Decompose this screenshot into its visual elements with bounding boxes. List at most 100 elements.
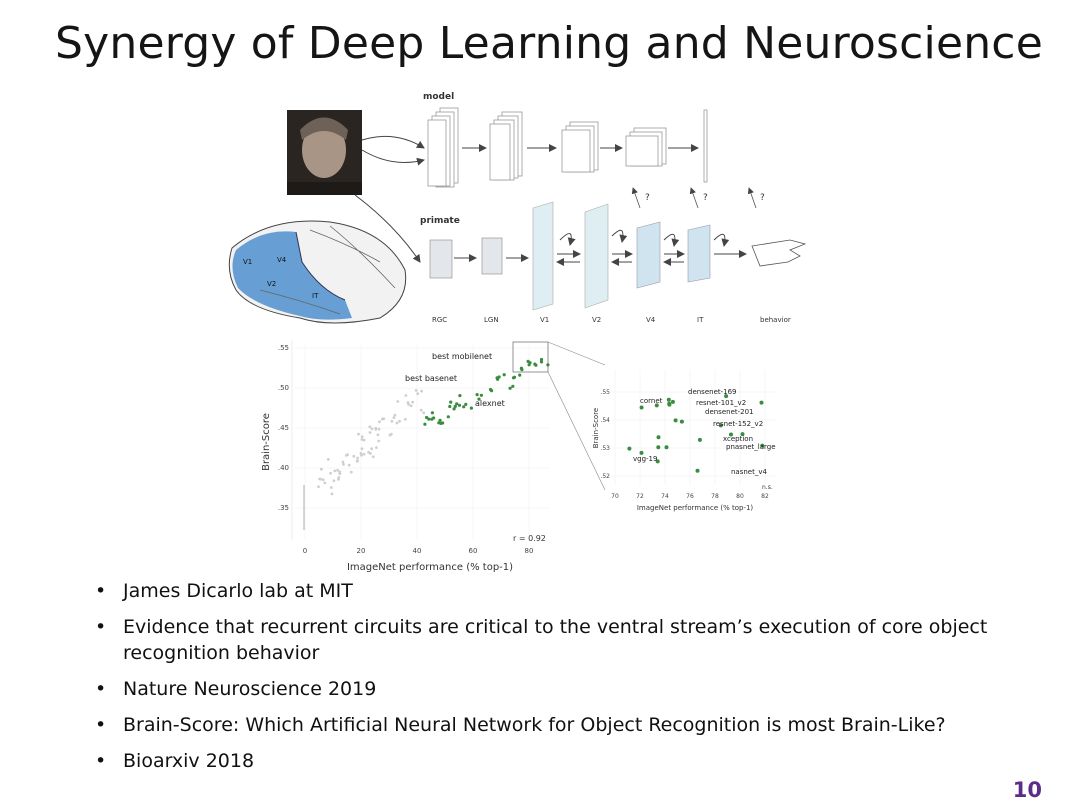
bullet-item: •Bioarxiv 2018 [95,748,1025,774]
scatter-point [409,404,413,408]
scatter-point [627,446,632,451]
bullet-dot: • [95,616,107,638]
scatter-point [422,411,426,415]
scatter-point [479,393,483,397]
inset-annotation-xception: xception [723,435,753,443]
bullet-dot: • [95,678,107,700]
inset-x-tick-6: 82 [761,493,769,500]
bullet-dot: • [95,750,107,772]
brain-score-figure: model ? ? ? primate [228,92,807,573]
inset-annotation-densenet-169: densenet-169 [688,388,737,396]
scatter-point [664,445,669,450]
scatter-point [670,399,675,404]
stage-label-v4: V4 [646,316,656,324]
scatter-point [360,438,364,441]
scatter-point [438,418,442,422]
scatter-point [377,439,381,443]
scatter-point [464,402,468,406]
bullet-item: •Nature Neuroscience 2019 [95,676,1025,702]
bullet-dot: • [95,580,107,602]
scatter-point [347,463,351,467]
main-x-axis-label: ImageNet performance (% top-1) [347,562,513,573]
inset-scatter-plot: .55 .54 .53 .52 70 72 74 76 78 80 82 Bra… [592,370,776,512]
scatter-point [446,415,450,419]
scatter-point [338,472,342,475]
scatter-point [695,468,700,473]
scatter-point [357,432,360,436]
scatter-point [666,397,671,402]
scatter-point [729,432,733,437]
scatter-point [370,447,373,451]
scatter-point [390,419,394,423]
main-y-tick-4: .35 [278,504,289,512]
main-y-tick-0: .55 [278,344,289,352]
primate-pathway [429,201,807,311]
scatter-point [337,477,340,481]
scatter-point [439,421,443,425]
main-y-tick-3: .40 [278,464,289,472]
scatter-point [375,446,378,449]
main-y-axis-label: Brain-Score [261,413,272,471]
scatter-point [333,469,337,473]
scatter-point [425,415,429,420]
scatter-point [369,452,372,455]
scatter-point [488,387,493,392]
scatter-point [453,404,457,408]
scatter-point [341,460,345,464]
scatter-point [639,450,644,455]
scatter-point [655,459,660,464]
brain-area-v4: V4 [277,256,287,264]
stage-label-rgc: RGC [432,316,447,324]
scatter-point [376,433,380,437]
bullet-item: • Evidence that recurrent circuits are cr… [95,614,1025,666]
scatter-point [430,411,434,415]
scatter-point [398,419,401,423]
scatter-point [673,418,678,423]
bullet-dot: • [95,714,107,736]
scatter-point [370,427,374,431]
stage-label-lgn: LGN [484,316,499,324]
inset-y-tick-1: .54 [600,417,610,424]
scatter-point [349,470,353,474]
scatter-point [539,357,544,362]
inset-annotation-resnet-101: resnet-101_v2 [696,399,746,407]
annotation-alexnet: alexnet [475,399,505,408]
scatter-point [534,363,538,367]
inset-annotation-cornet: cornet [640,397,663,405]
inset-significance-label: n.s. [762,484,773,491]
portrait-photo [287,110,362,195]
scatter-point [508,386,512,390]
scatter-point [760,443,765,448]
scatter-point [330,492,334,496]
scatter-point [317,485,320,489]
inset-x-axis-label: ImageNet performance (% top-1) [637,504,754,512]
scatter-point [414,389,418,392]
primate-label: primate [420,216,460,226]
scatter-point [389,432,393,436]
page-number: 10 [1012,778,1042,802]
scatter-point [512,375,517,379]
model-label: model [423,92,454,102]
scatter-point [360,453,363,457]
bullet-item: •Brain-Score: Which Artificial Neural Ne… [95,712,1025,738]
inset-y-tick-3: .52 [600,473,610,480]
scatter-point [448,404,452,409]
scatter-point [407,403,410,406]
scatter-point [381,417,384,421]
slide-title: Synergy of Deep Learning and Neuroscienc… [55,18,1043,69]
bullet-text: Evidence that recurrent circuits are cri… [123,616,988,664]
main-scatter-plot: .55 .50 .45 .40 .35 0 20 40 60 80 Brain-… [261,340,606,573]
scatter-point [639,405,644,410]
scatter-point [539,360,544,364]
scatter-point [411,400,415,404]
question-mark-it: ? [703,193,708,203]
scatter-point [395,421,399,425]
main-x-tick-4: 80 [525,547,534,555]
scatter-point [475,393,479,397]
scatter-point [404,417,407,421]
inset-y-axis-label: Brain-Score [592,408,600,448]
inset-annotation-pnasnet: pnasnet_large [726,443,776,451]
scatter-point [329,471,332,475]
scatter-point [449,400,453,404]
scatter-point [518,373,522,377]
